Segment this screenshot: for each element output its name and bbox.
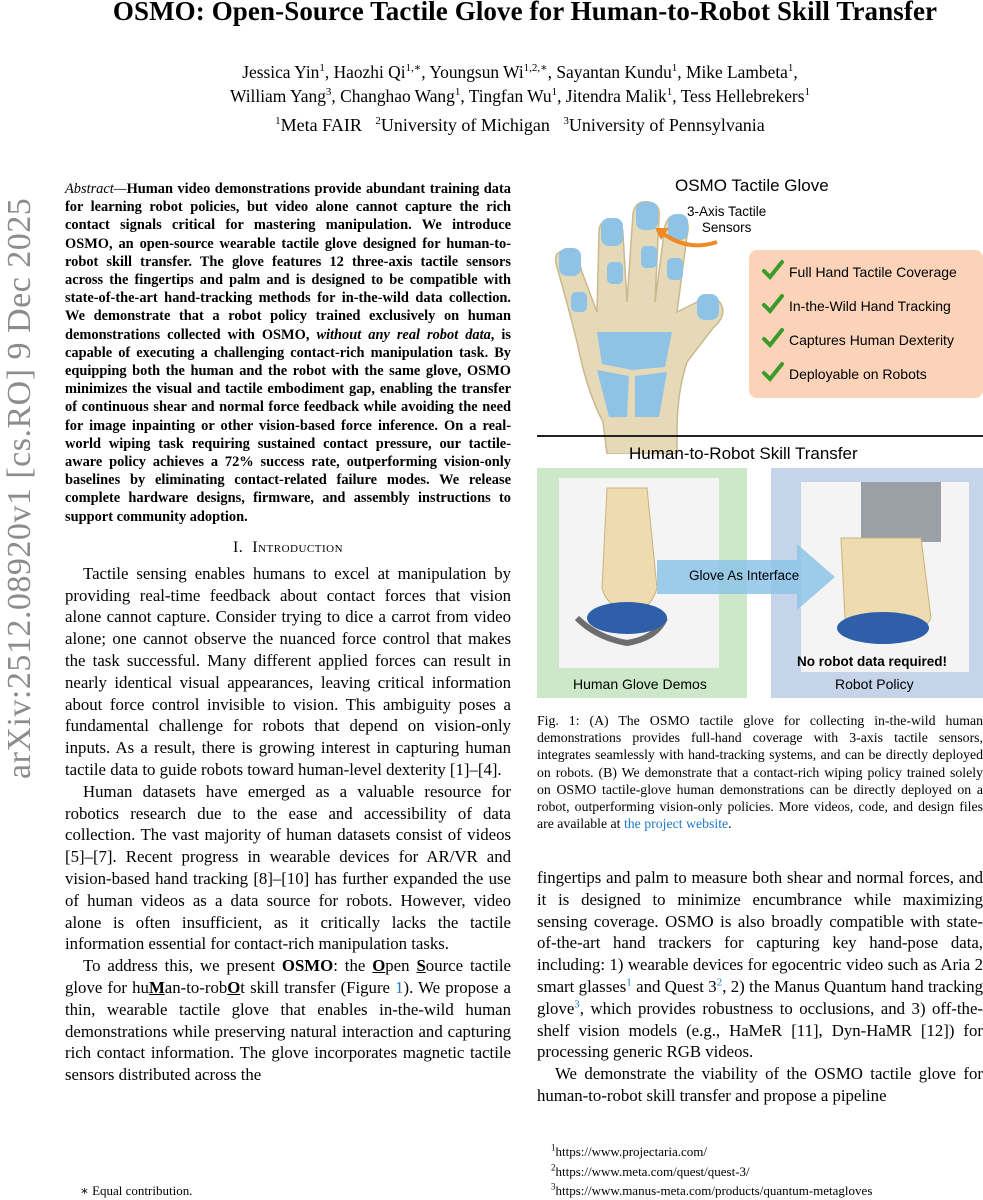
feature-item: Full Hand Tactile Coverage — [762, 260, 957, 280]
figure-bottom-title: Human-to-Robot Skill Transfer — [629, 444, 858, 463]
human-demo-panel: Human Glove Demos — [537, 468, 747, 698]
footnote-ref[interactable]: 2 — [716, 976, 723, 989]
check-icon — [762, 362, 784, 382]
author: Changhao Wang — [340, 86, 455, 106]
features-box: Full Hand Tactile Coverage In-the-Wild H… — [749, 250, 983, 398]
check-icon — [762, 260, 784, 280]
affiliations: 1Meta FAIR 2University of Michigan 3Univ… — [275, 115, 765, 135]
fingertip-sensor — [697, 294, 719, 320]
fingertip-sensor — [636, 202, 658, 230]
author: William Yang — [230, 86, 326, 106]
right-paragraph-1: fingertips and palm to measure both shea… — [537, 868, 983, 1062]
interface-arrow — [657, 544, 835, 610]
affiliation: University of Michigan — [380, 115, 550, 135]
fingertip-sensor — [601, 218, 623, 246]
left-column: Abstract—Human video demonstrations prov… — [65, 180, 511, 1086]
author: Haozhi Qi — [333, 62, 406, 82]
check-icon — [762, 294, 784, 314]
feature-item: In-the-Wild Hand Tracking — [762, 294, 951, 314]
author-line-2: William Yang3, Changhao Wang1, Tingfan W… — [230, 86, 810, 106]
equal-contribution-footnote: ∗ Equal contribution. — [80, 1183, 193, 1198]
intro-paragraph-2: Human datasets have emerged as a valuabl… — [65, 781, 511, 954]
glove-illustration — [537, 192, 757, 454]
author: Tess Hellebrekers — [680, 86, 805, 106]
no-robot-data-label: No robot data required! — [797, 654, 948, 669]
abstract: Abstract—Human video demonstrations prov… — [65, 181, 511, 525]
interface-arrow-label: Glove As Interface — [689, 568, 800, 583]
footnote: 1https://www.projectaria.com/ — [551, 1142, 708, 1159]
right-paragraph-2: We demonstrate the viability of the OSMO… — [537, 1064, 983, 1105]
intro-paragraph-3: To address this, we present OSMO: the Op… — [65, 956, 511, 1085]
footnote: 2https://www.meta.com/quest/quest-3/ — [551, 1162, 750, 1179]
footnote-ref[interactable]: 3 — [574, 998, 580, 1011]
robot-policy-caption: Robot Policy — [835, 676, 914, 692]
figure-link[interactable]: 1 — [395, 978, 404, 997]
check-icon — [762, 328, 784, 348]
section-heading: I. Introduction — [232, 538, 344, 556]
right-column-text: fingertips and palm to measure both shea… — [537, 867, 983, 1107]
footnote-ref[interactable]: 1 — [626, 976, 632, 989]
arxiv-stamp: arXiv:2512.08920v1 [cs.RO] 9 Dec 2025 — [1, 197, 38, 779]
author: Jitendra Malik — [565, 86, 667, 106]
fingertip-sensor — [559, 248, 581, 276]
author-list: Jessica Yin1, Haozhi Qi1,∗, Youngsun Wi1… — [90, 60, 950, 108]
author-line-1: Jessica Yin1, Haozhi Qi1,∗, Youngsun Wi1… — [242, 62, 798, 82]
author: Tingfan Wu — [468, 86, 552, 106]
figure-top-title: OSMO Tactile Glove — [675, 176, 829, 195]
figure-caption: Fig. 1: (A) The OSMO tactile glove for c… — [537, 713, 983, 832]
affiliation: University of Pennsylvania — [568, 115, 765, 135]
intro-paragraph-1: Tactile sensing enables humans to excel … — [65, 563, 511, 780]
author: Sayantan Kundu — [556, 62, 672, 82]
human-demo-caption: Human Glove Demos — [573, 676, 707, 692]
author: Youngsun Wi — [429, 62, 524, 82]
abstract-lead: Abstract — [65, 181, 114, 197]
figure-divider — [537, 435, 983, 437]
fingertip-sensor — [668, 214, 688, 240]
footnote: 3https://www.manus-meta.com/products/qua… — [551, 1181, 873, 1198]
affiliation: Meta FAIR — [280, 115, 362, 135]
author: Jessica Yin — [242, 62, 320, 82]
feature-item: Captures Human Dexterity — [762, 328, 954, 348]
feature-item: Deployable on Robots — [762, 362, 927, 382]
project-website-link[interactable]: the project website — [623, 816, 729, 832]
paper-title: OSMO: Open-Source Tactile Glove for Huma… — [112, 0, 938, 26]
author: Mike Lambeta — [686, 62, 788, 82]
